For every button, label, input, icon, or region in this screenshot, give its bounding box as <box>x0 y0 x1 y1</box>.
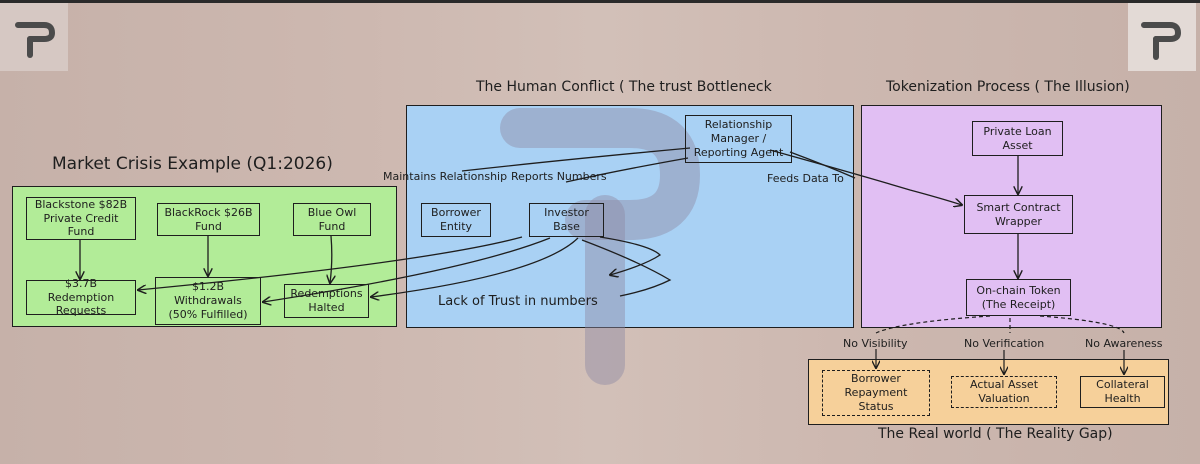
logo-top-left <box>0 3 68 71</box>
logo-icon <box>1141 22 1182 60</box>
blackstone-fund-node: Blackstone $82B Private Credit Fund <box>26 197 136 240</box>
smart-contract-node: Smart Contract Wrapper <box>964 195 1073 234</box>
logo-top-right <box>1128 3 1196 71</box>
maintains-relationship-label: Maintains Relationship <box>383 170 508 183</box>
human-conflict-region <box>406 105 854 328</box>
logo-icon <box>15 22 56 58</box>
no-awareness-label: No Awareness <box>1085 337 1163 350</box>
tokenization-region <box>861 105 1162 328</box>
no-visibility-label: No Visibility <box>843 337 908 350</box>
borrower-entity-node: Borrower Entity <box>421 203 491 237</box>
asset-valuation-node: Actual Asset Valuation <box>951 376 1057 408</box>
repayment-status-node: Borrower Repayment Status <box>822 370 930 416</box>
private-loan-node: Private Loan Asset <box>972 121 1063 156</box>
blueowl-fund-node: Blue Owl Fund <box>293 203 371 236</box>
investor-base-node: Investor Base <box>529 203 604 237</box>
onchain-token-node: On-chain Token (The Receipt) <box>966 279 1071 316</box>
redemption-requests-node: $3.7B Redemption Requests <box>26 277 136 317</box>
market-crisis-title: Market Crisis Example (Q1:2026) <box>52 154 333 174</box>
tokenization-title: Tokenization Process ( The Illusion) <box>886 79 1130 95</box>
relationship-manager-node: Relationship Manager / Reporting Agent <box>685 115 792 163</box>
no-verification-label: No Verification <box>964 337 1045 350</box>
human-conflict-title: The Human Conflict ( The trust Bottlenec… <box>476 79 772 95</box>
redemptions-halted-node: Redemptions Halted <box>284 284 369 318</box>
real-world-title: The Real world ( The Reality Gap) <box>878 426 1113 442</box>
market-crisis-region <box>12 186 397 327</box>
blackrock-fund-node: BlackRock $26B Fund <box>157 203 260 236</box>
collateral-health-node: Collateral Health <box>1080 376 1165 408</box>
feeds-data-label: Feeds Data To <box>767 172 844 185</box>
lack-of-trust-label: Lack of Trust in numbers <box>438 294 598 309</box>
top-border <box>0 0 1200 3</box>
reports-numbers-label: Reports Numbers <box>511 170 607 183</box>
